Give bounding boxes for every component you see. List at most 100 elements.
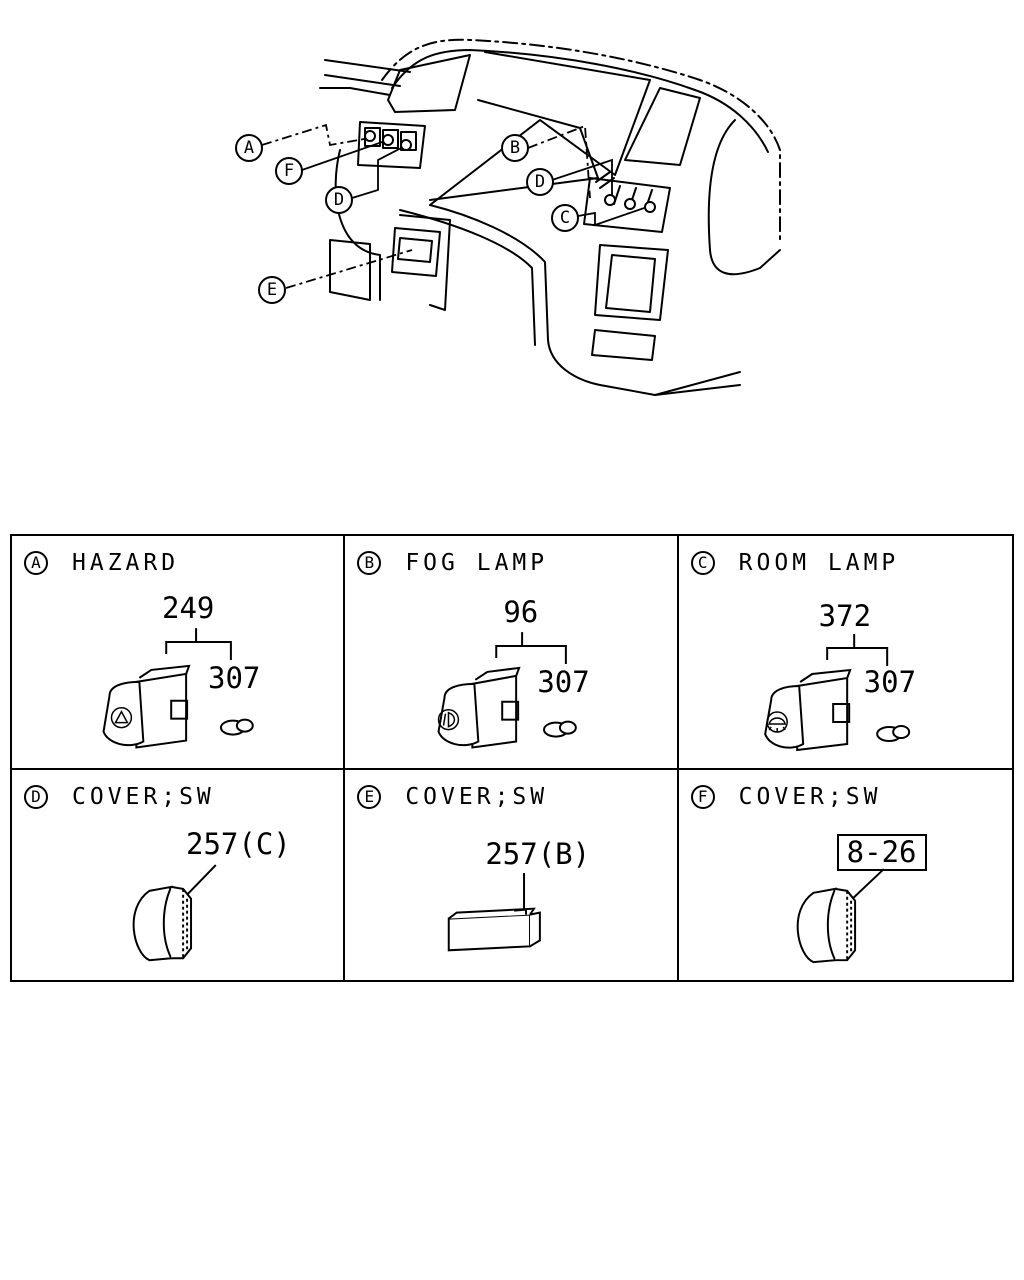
bulb-base <box>235 718 254 733</box>
part-cell-cover-sw-d: D COVER;SW 257(C) <box>12 770 346 980</box>
callout-c-circle <box>551 204 579 232</box>
letter-badge: C <box>690 551 715 575</box>
part-number-main: 372 <box>818 599 872 633</box>
cell-header: F COVER;SW <box>690 784 882 810</box>
part-number-main: 257(B) <box>485 837 591 871</box>
leader-d-right <box>551 158 613 200</box>
leader-d-left <box>351 145 406 199</box>
switch-body <box>795 676 848 752</box>
fog-lamp-icon <box>438 708 460 731</box>
e-switch-blank <box>397 237 433 263</box>
cell-title: COVER;SW <box>405 784 549 810</box>
switch-assembly-art <box>437 632 578 749</box>
part-number-main: 257(C) <box>186 827 291 861</box>
cell-title: COVER;SW <box>72 784 215 810</box>
blank-cover-face <box>448 913 532 952</box>
part-number-bulb: 307 <box>537 665 590 699</box>
dashboard-overview-drawing: A F D E B D C <box>235 38 781 396</box>
part-cell-hazard: A HAZARD 249 307 <box>12 536 346 770</box>
callout-b-circle <box>501 134 529 162</box>
switch-assembly-art <box>102 628 254 749</box>
dash-lower-sweep <box>429 204 741 396</box>
letter-badge: E <box>357 785 382 809</box>
cover-art <box>796 868 885 964</box>
letter-badge: D <box>24 785 48 809</box>
bulb-base <box>891 725 910 739</box>
letter-badge: B <box>357 551 382 575</box>
switch-top <box>138 664 191 679</box>
cover-face <box>796 887 837 964</box>
switch-point-d2 <box>604 194 616 206</box>
center-stack-lower <box>591 329 656 361</box>
switch-cover-icon <box>796 868 885 964</box>
cell-title: COVER;SW <box>738 784 882 810</box>
callout-c-label: C <box>560 208 570 228</box>
room-lamp-icon <box>766 711 788 733</box>
switch-knob <box>102 680 145 747</box>
cell-title: FOG LAMP <box>405 550 549 576</box>
cover-art <box>132 864 217 962</box>
letter-badge: F <box>690 785 715 809</box>
switch-knob <box>437 682 480 747</box>
cell-title: HAZARD <box>72 550 180 576</box>
left-gauge-hood <box>387 54 471 113</box>
cell-header: B FOG LAMP <box>357 550 548 576</box>
leader-line <box>182 864 217 900</box>
switch-tab <box>831 703 850 723</box>
callout-a-label: A <box>244 138 254 158</box>
cell-header: A HAZARD <box>24 550 179 576</box>
dash-top-outer <box>381 38 781 241</box>
right-switch-housing <box>583 177 671 233</box>
dash-right-side <box>707 119 781 276</box>
bracket-line <box>825 647 888 666</box>
callout-d-label: D <box>334 190 344 210</box>
cell-header: C ROOM LAMP <box>690 550 900 576</box>
callout-f-circle <box>275 157 303 185</box>
floor-line <box>654 384 741 396</box>
center-panel <box>429 99 599 201</box>
callout-a-circle <box>235 134 263 162</box>
right-gauge-hood <box>624 87 701 166</box>
switch-top <box>475 666 521 681</box>
switch-tab <box>501 700 520 721</box>
part-number-bulb: 307 <box>208 661 261 695</box>
parts-table: A HAZARD 249 307 <box>10 534 1014 982</box>
leader-c <box>577 205 651 227</box>
leader-b <box>527 124 591 199</box>
part-number-main: 96 <box>503 595 539 629</box>
switch-point-d <box>400 139 412 151</box>
blank-cover-tab <box>514 908 528 915</box>
switch-top <box>799 668 852 683</box>
cover-side <box>834 887 856 962</box>
part-cell-fog-lamp: B FOG LAMP 96 307 <box>345 536 679 770</box>
cell-header: E COVER;SW <box>357 784 548 810</box>
switch-point-b <box>624 198 636 210</box>
part-cell-cover-sw-f: F COVER;SW 8-26 <box>679 770 1012 980</box>
part-number-bulb: 307 <box>863 665 917 699</box>
switch-point-c <box>644 201 656 213</box>
bulb-base <box>559 720 578 735</box>
callout-d-circle <box>325 186 353 214</box>
cell-header: D COVER;SW <box>24 784 215 810</box>
switch-assembly-art <box>763 634 910 752</box>
left-lower-body <box>329 149 381 301</box>
callout-d2-circle <box>526 168 554 196</box>
hazard-triangle-icon <box>110 706 133 729</box>
leader-e <box>285 249 413 289</box>
cover-art <box>448 873 542 952</box>
part-number-main: 249 <box>162 591 215 625</box>
switch-cover-icon <box>132 864 217 962</box>
dash-top-inner <box>391 49 769 153</box>
cover-face <box>132 885 173 962</box>
callout-e-label: E <box>267 280 277 300</box>
center-stack <box>594 244 669 321</box>
switch-tab <box>170 699 189 720</box>
switch-point-a <box>364 130 376 142</box>
callout-e-circle <box>258 276 286 304</box>
callout-f-label: F <box>284 161 294 181</box>
blank-cover-top <box>448 907 542 948</box>
callout-d2-label: D <box>535 172 545 192</box>
part-cell-room-lamp: C ROOM LAMP 372 307 <box>678 536 1012 770</box>
left-vent-lines <box>319 59 411 96</box>
cell-title: ROOM LAMP <box>738 550 900 576</box>
